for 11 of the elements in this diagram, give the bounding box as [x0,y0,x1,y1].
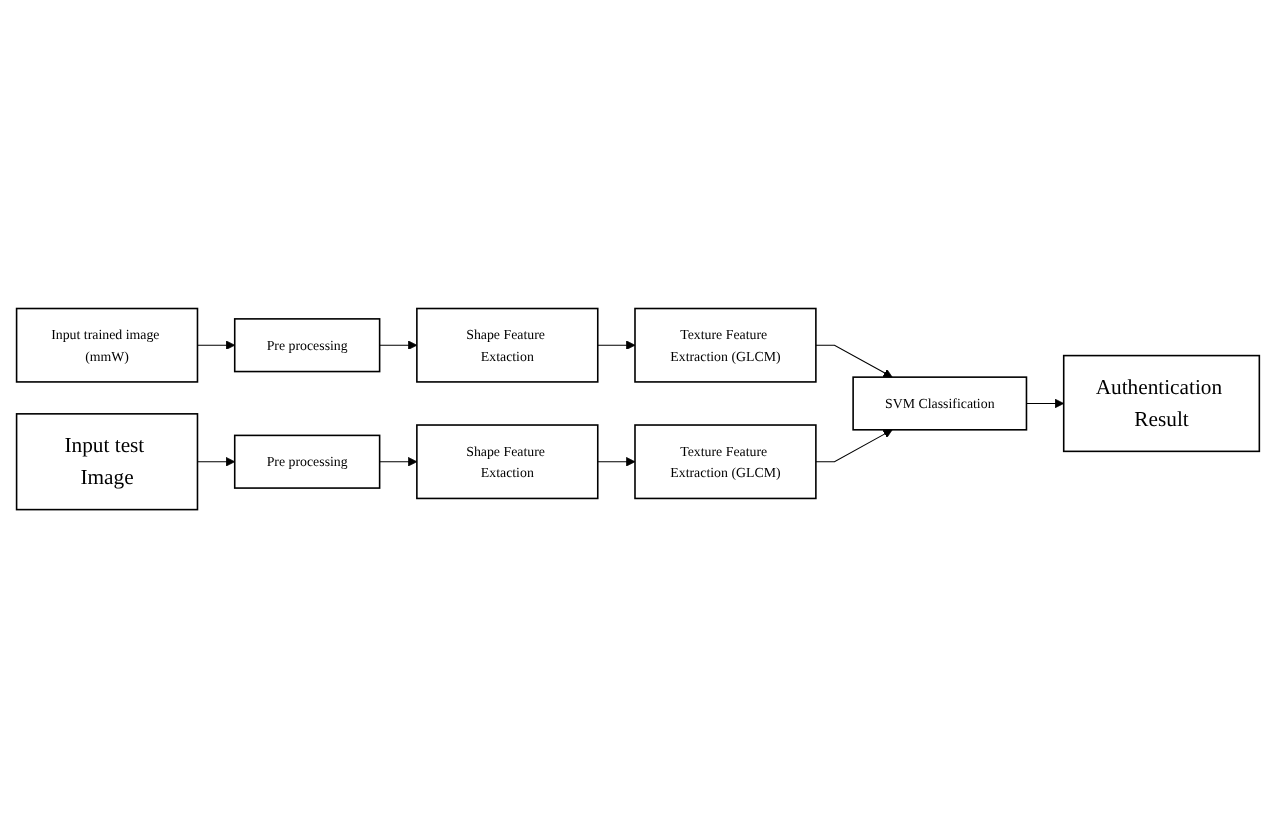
arrow [379,340,418,350]
arrow [597,457,636,467]
arrow [597,340,636,350]
arrow [815,344,893,378]
arrow [197,340,236,350]
node-box: Authentication Result [1062,354,1261,453]
node-box: Input test Image [15,413,199,511]
arrow [815,429,893,463]
arrow [197,457,236,467]
arrow [1025,398,1065,409]
arrow [379,457,418,467]
